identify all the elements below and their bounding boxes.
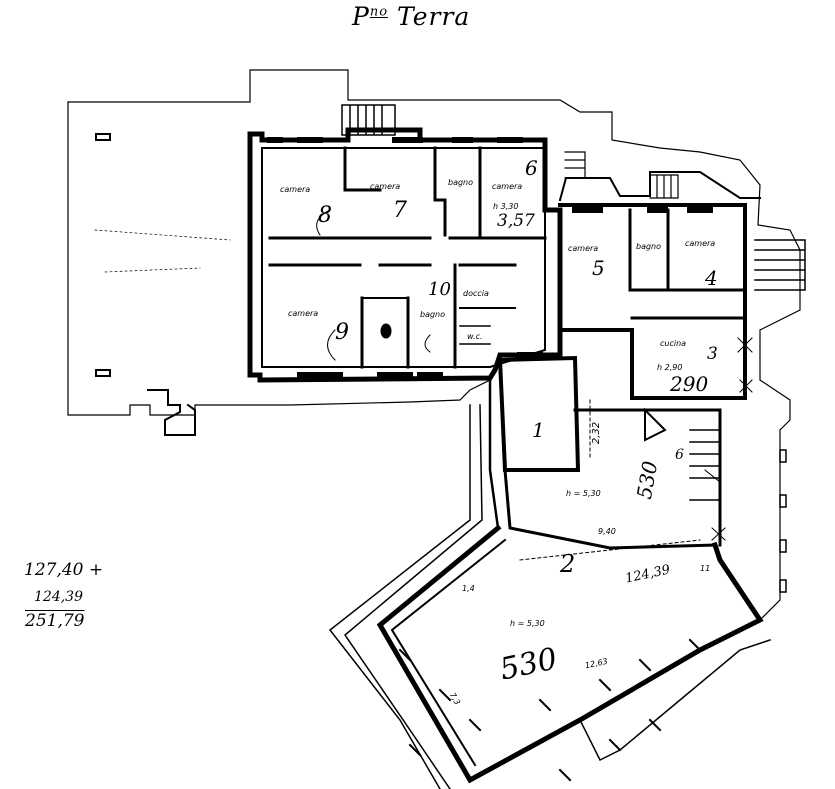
title-prefix: P bbox=[352, 2, 370, 31]
calc-line-1: 127,40 + bbox=[24, 560, 104, 580]
stair-top bbox=[341, 104, 396, 136]
room-10-number: 10 bbox=[428, 279, 451, 300]
x-marks bbox=[704, 337, 753, 541]
room-7-label: camera bbox=[370, 182, 401, 191]
dimension-d1: 11 bbox=[700, 564, 711, 573]
room-3-height: h 2,90 bbox=[657, 363, 683, 372]
room-6b-number: 6 bbox=[675, 447, 684, 463]
room-1-wall bbox=[497, 355, 581, 472]
stair-top-right2 bbox=[649, 174, 679, 199]
window-ticks bbox=[267, 137, 713, 378]
main-wall bbox=[247, 127, 563, 383]
room-6b-area: 530 bbox=[631, 459, 663, 501]
partition bbox=[343, 146, 382, 192]
calc-line-3: 251,79 bbox=[25, 611, 85, 631]
dimension-d2: 1,4 bbox=[462, 584, 475, 593]
pillar bbox=[779, 579, 787, 593]
hall-2-wall bbox=[376, 524, 764, 784]
room-6-number: 6 bbox=[525, 156, 538, 180]
room-8-label: camera bbox=[280, 185, 311, 194]
floor-title: Pno Terra bbox=[352, 2, 470, 31]
door-swing bbox=[316, 209, 331, 236]
room-6-height: h 3,30 bbox=[493, 202, 519, 211]
hall-outer bbox=[328, 404, 471, 789]
room-6b-dim: 9,40 bbox=[598, 527, 616, 536]
hall-2-inner bbox=[390, 538, 507, 767]
hall-outer bbox=[343, 404, 483, 789]
room-9-label: camera bbox=[288, 309, 319, 318]
window-mark bbox=[95, 133, 111, 141]
window-mark bbox=[95, 369, 111, 377]
room-10-label: doccia bbox=[463, 289, 489, 298]
entry-step bbox=[147, 389, 196, 436]
partition bbox=[459, 325, 491, 345]
room-3-number: 3 bbox=[707, 344, 718, 364]
stair-dimension: 2,32 bbox=[591, 421, 603, 445]
door-swing bbox=[424, 334, 431, 353]
door-swing bbox=[327, 329, 336, 361]
room-9-number: 9 bbox=[335, 320, 349, 345]
room-4-label: camera bbox=[685, 239, 716, 248]
room-5-label: camera bbox=[568, 244, 599, 253]
wc-fixture bbox=[380, 323, 392, 339]
room-wc-label: w.c. bbox=[467, 332, 483, 341]
calc-line-2: 124,39 bbox=[34, 589, 83, 605]
partition bbox=[433, 146, 447, 237]
room-bagno-3-label: bagno bbox=[420, 310, 446, 319]
stair-mid bbox=[689, 429, 721, 501]
partition bbox=[628, 208, 670, 292]
room-5-number: 5 bbox=[592, 256, 605, 280]
room-bagno-1-label: bagno bbox=[448, 178, 474, 187]
stair-right bbox=[754, 239, 806, 291]
room-3-area: 290 bbox=[670, 372, 709, 396]
title-sup: no bbox=[369, 4, 389, 20]
room-4-number: 4 bbox=[705, 266, 718, 290]
title-main: Terra bbox=[396, 2, 471, 31]
stair-mid2 bbox=[644, 407, 667, 442]
room-2-number: 2 bbox=[560, 550, 576, 578]
terrace-outline bbox=[67, 69, 801, 621]
pillar bbox=[779, 539, 787, 553]
room-6-label: camera bbox=[492, 182, 523, 191]
pillar bbox=[779, 449, 787, 463]
room-6b-height: h = 5,30 bbox=[566, 489, 601, 498]
pillar bbox=[779, 494, 787, 508]
room-7-number: 7 bbox=[393, 198, 407, 223]
hall-6-wall bbox=[503, 468, 717, 550]
main-wall-inner bbox=[261, 147, 546, 368]
hall-outer bbox=[488, 378, 500, 530]
room-2-height: h = 5,30 bbox=[510, 619, 545, 628]
room-3-label: cucina bbox=[660, 339, 687, 348]
right-outer bbox=[558, 171, 761, 202]
dimension-line bbox=[104, 267, 201, 273]
room-8-number: 8 bbox=[318, 203, 332, 228]
dimension-line bbox=[94, 229, 231, 241]
room-bagno-2-label: bagno bbox=[636, 242, 662, 251]
hall-outer bbox=[578, 639, 771, 762]
hall-ticks bbox=[398, 638, 702, 782]
stair-top-right bbox=[564, 151, 586, 179]
room-1-number: 1 bbox=[532, 418, 545, 442]
dimension-line bbox=[519, 539, 701, 561]
room-6-area: 3,57 bbox=[497, 211, 535, 231]
right-wall bbox=[558, 203, 747, 400]
